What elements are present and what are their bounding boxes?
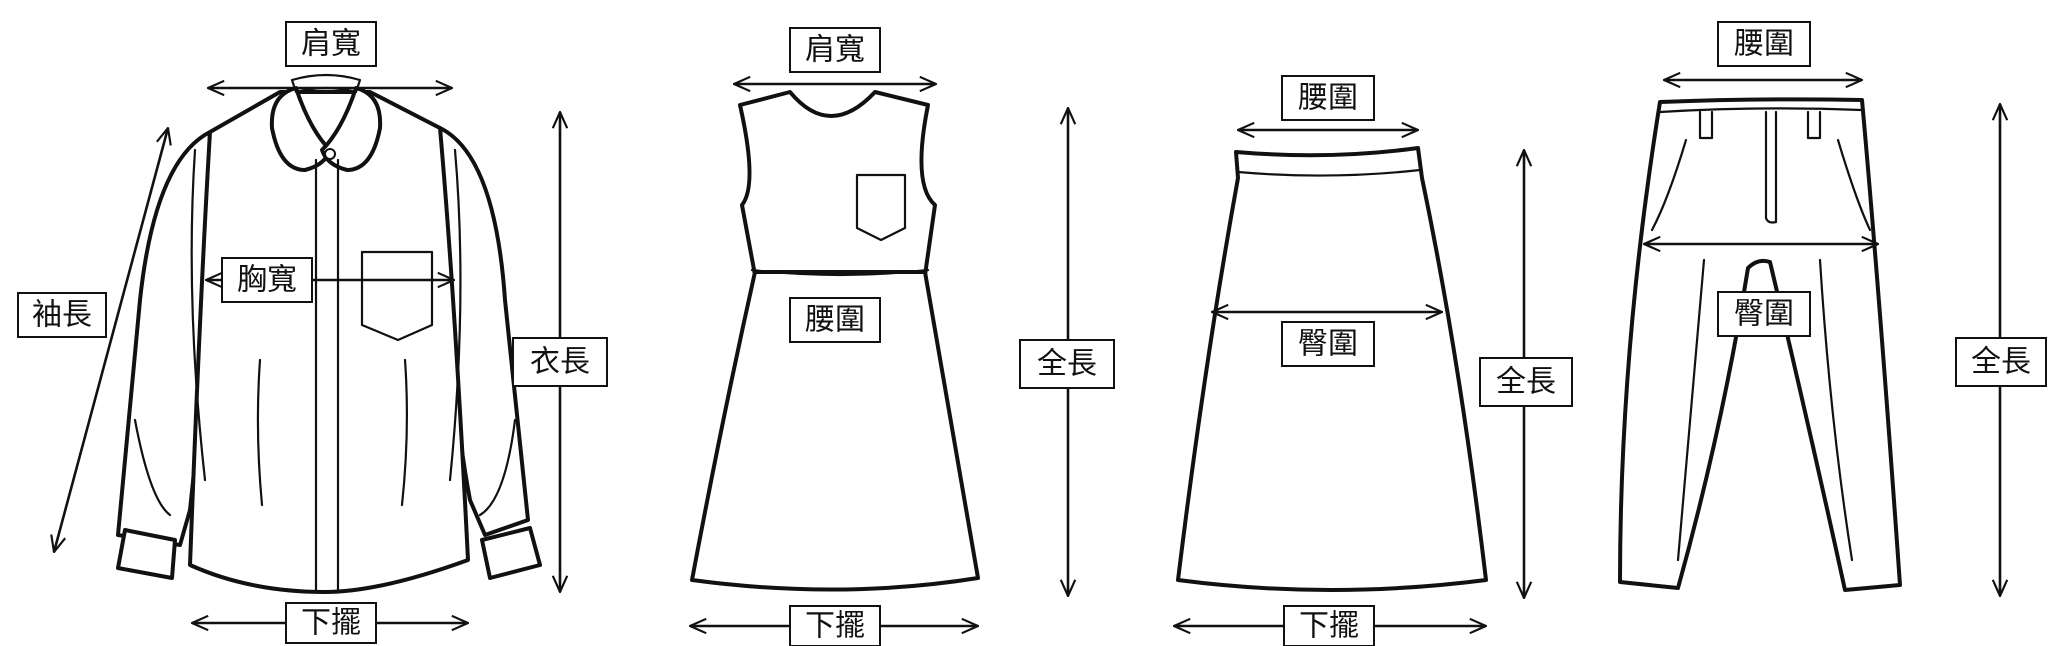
skirt-figure	[1176, 146, 1488, 592]
shirt-pocket	[360, 250, 434, 342]
label-waist-pants: 腰圍	[1717, 21, 1811, 67]
svg-text:胸寬: 胸寬	[237, 263, 297, 298]
label-total-length-skirt: 全長	[1479, 357, 1573, 407]
shirt-body	[188, 90, 470, 594]
svg-text:肩寬: 肩寬	[301, 27, 361, 62]
label-chest-width: 胸寬	[221, 257, 313, 303]
shirt-figure	[116, 73, 542, 594]
svg-text:下擺: 下擺	[805, 609, 865, 644]
dress-skirt	[690, 270, 980, 592]
shirt-placket	[314, 158, 340, 594]
label-waist-dress: 腰圍	[789, 297, 881, 343]
pants-figure	[1618, 97, 1902, 592]
svg-text:衣長: 衣長	[530, 345, 590, 380]
label-garment-length: 衣長	[512, 337, 608, 387]
skirt-body	[1176, 146, 1488, 592]
svg-text:臀圍: 臀圍	[1734, 297, 1794, 332]
label-hem-skirt: 下擺	[1283, 605, 1375, 646]
svg-text:肩寬: 肩寬	[805, 33, 865, 68]
svg-text:下擺: 下擺	[1299, 609, 1359, 644]
svg-text:腰圍: 腰圍	[1298, 81, 1358, 116]
svg-text:腰圍: 腰圍	[805, 303, 865, 338]
svg-text:袖長: 袖長	[32, 298, 92, 333]
dress-pocket	[855, 173, 907, 242]
label-shoulder-width-shirt: 肩寬	[285, 21, 377, 67]
label-hem-dress: 下擺	[789, 605, 881, 646]
svg-text:全長: 全長	[1037, 347, 1097, 382]
svg-text:腰圍: 腰圍	[1734, 27, 1794, 62]
shirt-right-cuff	[480, 526, 542, 580]
label-shoulder-width-dress: 肩寬	[789, 27, 881, 73]
label-hip-pants: 臀圍	[1717, 291, 1811, 337]
label-total-length-dress: 全長	[1019, 339, 1115, 389]
dress-figure	[690, 90, 980, 592]
pants-body	[1618, 97, 1902, 592]
label-hip-skirt: 臀圍	[1281, 321, 1375, 367]
label-waist-skirt: 腰圍	[1281, 75, 1375, 121]
shirt-collar-right	[320, 86, 383, 172]
label-total-length-pants: 全長	[1955, 337, 2047, 387]
label-sleeve-length: 袖長	[17, 292, 107, 338]
svg-text:全長: 全長	[1496, 365, 1556, 400]
shirt-collar-left	[269, 86, 332, 172]
svg-text:臀圍: 臀圍	[1298, 327, 1358, 362]
shirt-left-cuff	[116, 528, 177, 580]
svg-text:下擺: 下擺	[301, 606, 361, 641]
svg-text:全長: 全長	[1971, 345, 2031, 380]
label-hem-shirt: 下擺	[285, 602, 377, 644]
